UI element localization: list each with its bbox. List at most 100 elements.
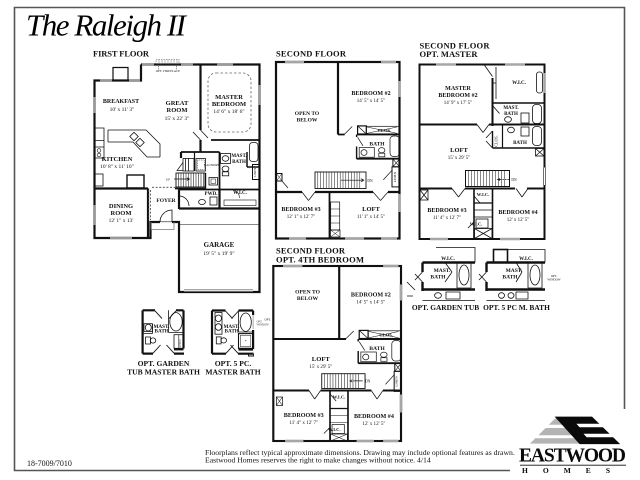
svg-text:LOFT: LOFT: [312, 356, 331, 363]
svg-text:GREAT: GREAT: [166, 100, 189, 107]
svg-text:OPT. 5 PC.: OPT. 5 PC.: [215, 359, 252, 368]
svg-text:BATH: BATH: [369, 141, 385, 147]
svg-text:W.I.C.: W.I.C.: [233, 191, 248, 196]
svg-text:BATH: BATH: [369, 346, 385, 352]
svg-text:BATH: BATH: [155, 329, 169, 335]
svg-text:BATH: BATH: [513, 141, 527, 146]
svg-text:LINEN: LINEN: [253, 167, 257, 177]
svg-text:12' x 12' 5": 12' x 12' 5": [362, 421, 385, 427]
svg-text:PWD.: PWD.: [205, 192, 219, 197]
svg-text:BATH: BATH: [225, 329, 239, 335]
svg-text:GARAGE: GARAGE: [204, 241, 235, 249]
svg-text:LINEN: LINEN: [178, 339, 182, 349]
svg-text:15' x 22' 3": 15' x 22' 3": [165, 116, 190, 122]
svg-text:FIRST FLOOR: FIRST FLOOR: [93, 49, 150, 59]
svg-text:LOFT: LOFT: [450, 147, 468, 154]
svg-text:BATH: BATH: [502, 275, 518, 281]
svg-text:BELOW: BELOW: [297, 296, 319, 302]
svg-text:W.I.C.: W.I.C.: [512, 81, 527, 86]
svg-text:BREAKFAST: BREAKFAST: [103, 99, 139, 105]
svg-text:OPT.: OPT.: [551, 274, 557, 278]
svg-text:15' x 29' 5": 15' x 29' 5": [448, 156, 471, 161]
svg-text:DN: DN: [367, 179, 373, 183]
svg-text:The Raleigh II: The Raleigh II: [26, 8, 188, 43]
svg-text:HOMES: HOMES: [522, 466, 622, 475]
svg-text:OPT. 5 PC M. BATH: OPT. 5 PC M. BATH: [483, 303, 550, 312]
svg-text:UP: UP: [166, 178, 170, 182]
svg-text:MASTER: MASTER: [215, 94, 243, 101]
svg-text:MAST.: MAST.: [434, 268, 451, 274]
svg-text:OPEN TO: OPEN TO: [295, 290, 321, 296]
svg-text:OPT. FIREPLACE: OPT. FIREPLACE: [156, 69, 180, 73]
svg-text:14' 6" x 18' 6": 14' 6" x 18' 6": [213, 109, 244, 115]
svg-text:OPT.: OPT.: [257, 321, 263, 324]
svg-text:18-7009/7010: 18-7009/7010: [27, 459, 72, 468]
svg-text:BEDROOM #2: BEDROOM #2: [351, 293, 391, 299]
svg-text:14' 9" x 17' 5": 14' 9" x 17' 5": [444, 101, 472, 106]
svg-text:SECOND FLOOR: SECOND FLOOR: [276, 49, 347, 59]
svg-text:WINDOW: WINDOW: [547, 278, 560, 282]
svg-text:CLOS.: CLOS.: [378, 128, 391, 133]
svg-text:LINEN: LINEN: [393, 171, 397, 182]
svg-text:MAST.: MAST.: [224, 324, 241, 330]
svg-text:10' 8" x 11' 10": 10' 8" x 11' 10": [100, 164, 134, 170]
svg-text:BATH: BATH: [430, 275, 446, 281]
svg-text:OPT. 4TH BEDROOM: OPT. 4TH BEDROOM: [276, 255, 364, 265]
svg-text:LOFT: LOFT: [362, 206, 380, 213]
svg-text:10' x 11' 3": 10' x 11' 3": [110, 107, 135, 113]
svg-text:BEDROOM #2: BEDROOM #2: [351, 91, 390, 97]
svg-text:MASTER BATH: MASTER BATH: [205, 368, 260, 377]
svg-text:SECOND FLOOR: SECOND FLOOR: [420, 41, 491, 51]
svg-text:W.I.C.: W.I.C.: [477, 192, 489, 197]
svg-text:DINING: DINING: [109, 203, 133, 210]
svg-text:ROOM: ROOM: [167, 107, 188, 114]
svg-text:ROOM: ROOM: [111, 210, 132, 217]
svg-text:CLOS.: CLOS.: [379, 333, 393, 338]
svg-text:Eastwood Homes reserves the ri: Eastwood Homes reserves the right to mak…: [205, 456, 431, 465]
svg-text:11' 4" x 12' 7": 11' 4" x 12' 7": [289, 420, 318, 426]
svg-text:MAST.: MAST.: [154, 324, 171, 330]
svg-text:15' x 29' 5": 15' x 29' 5": [309, 364, 332, 370]
svg-text:W.I.C.: W.I.C.: [519, 257, 534, 262]
svg-text:14' 5" x 14' 5": 14' 5" x 14' 5": [356, 300, 385, 306]
svg-text:12' 1" x 13': 12' 1" x 13': [109, 218, 134, 224]
svg-text:BEDROOM #2: BEDROOM #2: [438, 93, 477, 99]
svg-text:OPT. GARDEN: OPT. GARDEN: [138, 359, 190, 368]
svg-text:14' 5" x 14' 5": 14' 5" x 14' 5": [357, 99, 385, 104]
svg-text:KITCHEN: KITCHEN: [102, 156, 133, 163]
svg-text:DN: DN: [511, 178, 517, 182]
svg-text:BELOW: BELOW: [297, 118, 318, 124]
svg-text:MAST.: MAST.: [231, 154, 247, 159]
svg-text:BEDROOM: BEDROOM: [212, 101, 246, 108]
svg-text:BATH: BATH: [504, 112, 518, 117]
svg-text:11' 1" x 14' 5": 11' 1" x 14' 5": [357, 215, 385, 220]
svg-text:W.I.C.: W.I.C.: [328, 427, 341, 432]
svg-text:MAST.: MAST.: [506, 268, 523, 274]
svg-text:W.I.C.: W.I.C.: [470, 222, 482, 227]
svg-text:LINEN: LINEN: [395, 376, 399, 387]
svg-text:Floorplans reflect typical app: Floorplans reflect typical approximate d…: [205, 448, 515, 457]
svg-text:SECOND FLOOR: SECOND FLOOR: [276, 246, 346, 256]
svg-text:FOYER: FOYER: [156, 198, 176, 204]
svg-text:BATH: BATH: [232, 160, 246, 165]
svg-text:MASTER: MASTER: [445, 86, 471, 92]
svg-text:OPEN TO: OPEN TO: [295, 111, 320, 117]
svg-text:WINDOW: WINDOW: [257, 324, 270, 327]
svg-text:BEDROOM #4: BEDROOM #4: [498, 210, 537, 216]
svg-text:W.I.C.: W.I.C.: [441, 257, 456, 262]
svg-text:CLOS.: CLOS.: [494, 135, 499, 146]
svg-text:OPT.: OPT.: [264, 318, 271, 322]
svg-text:W.I.C.: W.I.C.: [333, 395, 346, 400]
svg-text:OPT. GARDEN TUB: OPT. GARDEN TUB: [412, 303, 479, 312]
svg-text:12' 1" x 12' 7": 12' 1" x 12' 7": [287, 215, 315, 220]
svg-text:OPT. MASTER: OPT. MASTER: [420, 49, 479, 59]
svg-text:BEDROOM #3: BEDROOM #3: [284, 413, 324, 419]
svg-text:MAST.: MAST.: [503, 106, 519, 111]
svg-text:12' x 12' 5": 12' x 12' 5": [507, 218, 530, 223]
svg-text:19' 5" x 19' 9": 19' 5" x 19' 9": [203, 251, 234, 257]
svg-text:EASTWOOD: EASTWOOD: [519, 446, 626, 467]
svg-text:11' 4" x 12' 7": 11' 4" x 12' 7": [433, 216, 461, 221]
svg-text:DN: DN: [365, 380, 371, 384]
svg-text:TUB MASTER BATH: TUB MASTER BATH: [127, 368, 200, 377]
svg-text:BEDROOM #3: BEDROOM #3: [281, 207, 320, 213]
